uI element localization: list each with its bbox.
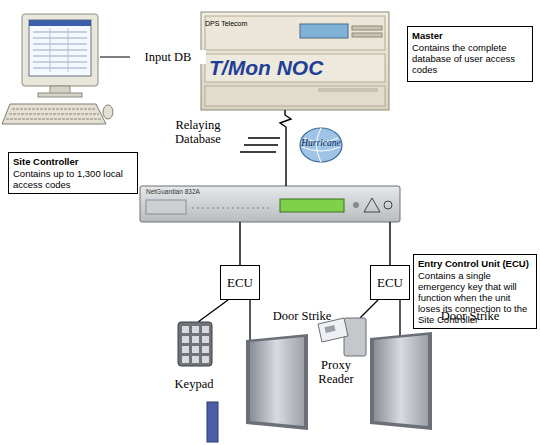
keypad-illustration (192, 336, 199, 343)
computer-illustration (38, 93, 82, 97)
netguardian-unit (353, 202, 359, 208)
keypad-illustration (182, 326, 209, 363)
tmon-noc-unit (352, 26, 382, 30)
computer-illustration (33, 32, 87, 68)
computer-illustration (29, 20, 91, 26)
tmon-noc-unit (201, 12, 389, 110)
connector-line (239, 222, 240, 265)
netguardian-unit (364, 198, 380, 212)
keypad-illustration (178, 322, 212, 366)
door-illustration (246, 334, 308, 430)
tmon-noc-unit (205, 86, 385, 106)
connector-line (389, 222, 390, 265)
callout-box: Site ControllerContains up to 1,300 loca… (8, 152, 138, 194)
netguardian-unit (192, 208, 270, 209)
node-title: Site Controller (13, 156, 133, 167)
tmon-noc-unit (205, 54, 385, 82)
computer-illustration (2, 104, 106, 124)
node-title: ECU (377, 275, 403, 291)
door-strike-wires (198, 300, 228, 322)
keypad-illustration (182, 346, 189, 353)
text-label: Door Strike (430, 309, 510, 323)
wireless-link-symbol (244, 144, 278, 146)
node-body: Contains up to 1,300 local access codes (13, 168, 133, 190)
post-marker (207, 402, 218, 442)
netguardian-device: NetGuardian 832A (140, 186, 400, 222)
callout-box: MasterContains the complete database of … (407, 26, 533, 82)
computer-illustration (29, 20, 91, 76)
keypad-illustration (202, 356, 209, 363)
hurricane-globe: Hurricane (298, 126, 344, 164)
computer-illustration (50, 28, 68, 72)
wireless-link-symbol (240, 151, 276, 153)
ecu-box: ECU (220, 265, 260, 300)
node-body: Contains the complete database of user a… (412, 42, 528, 75)
netguardian-unit (384, 201, 392, 209)
keypad-illustration (202, 326, 209, 333)
door-illustration (370, 332, 432, 430)
text-label: Proxy Reader (306, 358, 366, 386)
keypad-illustration (182, 356, 189, 363)
netguardian-unit (146, 200, 186, 214)
computer-illustration (103, 105, 113, 119)
text-label: DPS Telecom (205, 17, 275, 31)
wireless-link-symbol (240, 138, 280, 152)
node-title: ECU (227, 275, 253, 291)
proxy-reader-illustration (318, 318, 366, 356)
door-illustration (370, 332, 432, 430)
node-title: T/Mon NOC (209, 56, 323, 80)
tmon-noc-unit (300, 24, 348, 38)
wireless-link-symbol (248, 137, 280, 139)
computer-illustration (6, 109, 102, 119)
keypad-illustration (182, 326, 189, 333)
proxy-reader-illustration (324, 325, 335, 333)
door-strike-wires (198, 300, 400, 340)
door-strike-wires (399, 300, 400, 338)
keypad-illustration (192, 346, 199, 353)
netguardian-unit (280, 199, 344, 212)
tmon-noc-unit (201, 12, 389, 110)
tmon-noc-unit (205, 16, 385, 50)
netguardian-unit (140, 186, 400, 222)
keypad-illustration (192, 356, 199, 363)
door-illustration (374, 335, 428, 426)
door-illustration (246, 334, 308, 430)
node-title: Master (412, 30, 528, 41)
node-title: Hurricane (298, 138, 344, 148)
computer-illustration (2, 14, 113, 124)
netguardian-unit (140, 186, 400, 222)
tmon-noc-unit (318, 88, 378, 92)
computer-illustration (22, 14, 98, 86)
text-label: Keypad (166, 377, 222, 391)
text-label: Door Strike (262, 309, 342, 323)
keypad-illustration (192, 326, 199, 333)
ecu-box: ECU (370, 265, 410, 300)
keypad-illustration (202, 346, 209, 353)
door-strike-wires (360, 300, 378, 318)
text-label: Relaying Database (158, 118, 238, 146)
tmon-noc-unit (352, 33, 382, 37)
proxy-reader-illustration (344, 318, 366, 356)
keypad-illustration (178, 322, 212, 366)
door-strike-wires (249, 300, 250, 340)
keypad-illustration (182, 336, 189, 343)
connector-line (280, 110, 291, 186)
node-title: NetGuardian 832A (146, 188, 200, 195)
door-illustration (250, 337, 304, 426)
text-label: Input DB (130, 50, 206, 64)
node-title: Entry Control Unit (ECU) (418, 258, 532, 269)
keypad-illustration (202, 336, 209, 343)
